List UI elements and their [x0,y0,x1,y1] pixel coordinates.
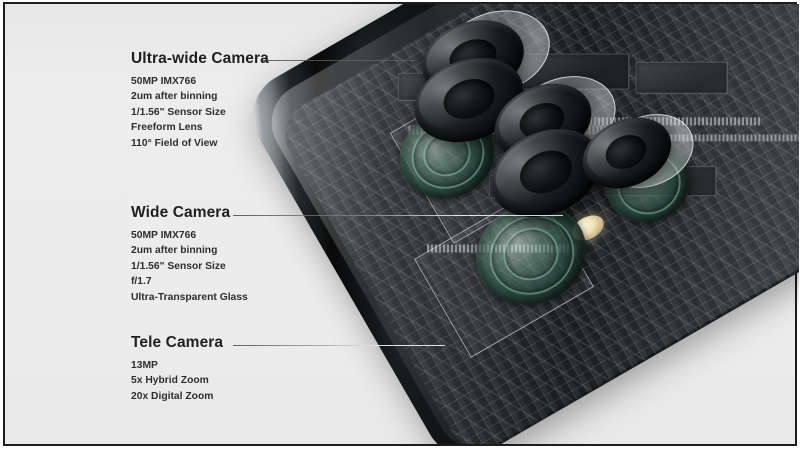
annotation-spec-line: Freeform Lens [131,122,203,133]
annotation-spec-line: 110° Field of View [131,137,218,149]
leader-line-ultra-wide [263,60,415,61]
annotation-spec-line: 50MP IMX766 [131,229,197,241]
leader-line-tele [233,345,445,346]
annotation-spec-line: 20x Digital Zoom [131,390,214,402]
annotation-spec-line: 1/1.56" Sensor Size [131,260,226,272]
annotation-spec-line: f/1.7 [131,276,152,287]
annotation-wide: Wide Camera 50MP IMX766 2um after binnin… [131,205,248,305]
annotation-title-wide: Wide Camera [131,204,231,221]
annotation-title-tele: Tele Camera [131,334,224,351]
annotation-spec-line: 1/1.56" Sensor Size [131,106,226,118]
image-frame: Ultra-wide Camera 50MP IMX766 2um after … [3,2,799,446]
annotation-spec-line: Ultra-Transparent Glass [131,291,248,303]
annotation-spec-line: 5x Hybrid Zoom [131,375,209,386]
annotation-title-ultra-wide: Ultra-wide Camera [131,50,269,67]
annotation-spec-line: 50MP IMX766 [131,75,197,87]
annotation-spec-line: 2um after binning [131,91,218,102]
camera-module-render [5,4,799,444]
annotation-ultra-wide: Ultra-wide Camera 50MP IMX766 2um after … [131,51,269,151]
leader-line-wide [233,215,563,216]
annotation-spec-line: 13MP [131,359,158,371]
annotation-spec-line: 2um after binning [131,245,218,256]
annotation-tele: Tele Camera 13MP 5x Hybrid Zoom 20x Digi… [131,335,223,404]
